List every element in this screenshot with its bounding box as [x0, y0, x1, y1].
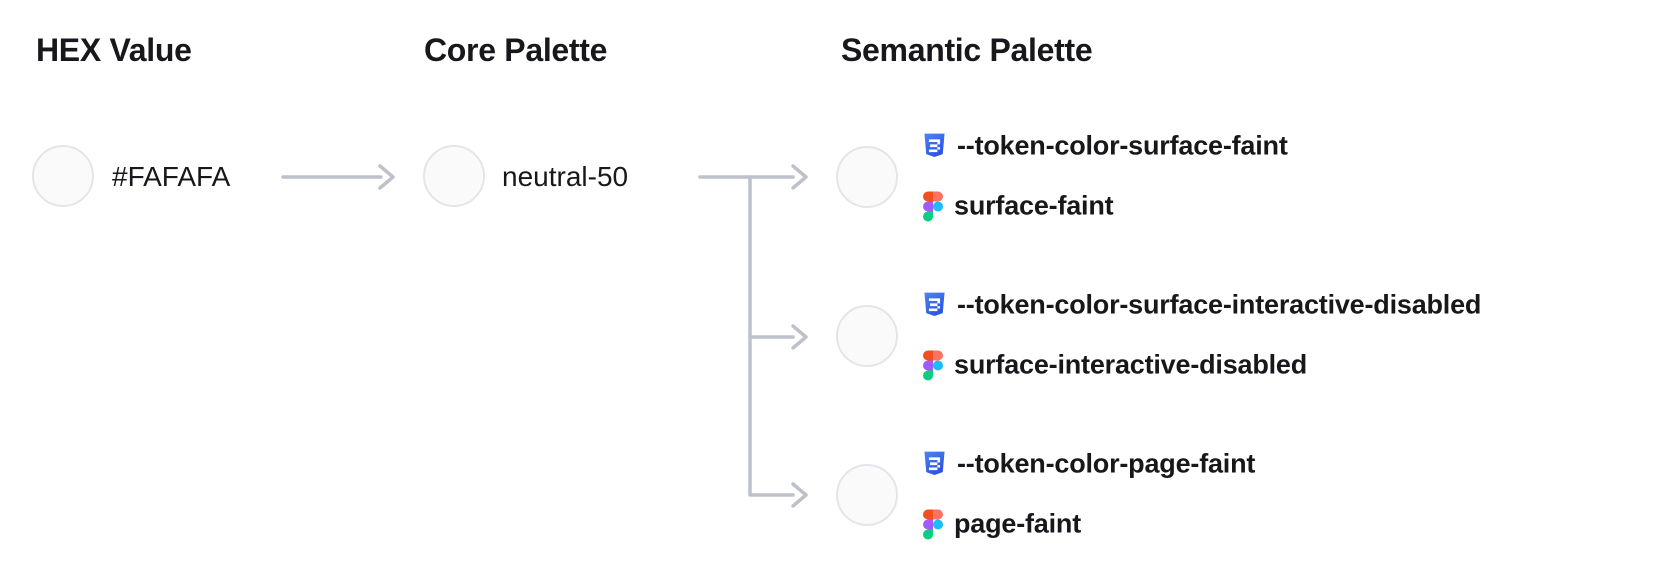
figma-style-row: page-faint	[923, 509, 1081, 540]
semantic-color-swatch	[836, 305, 898, 367]
figma-style-row: surface-interactive-disabled	[923, 350, 1307, 381]
css-variable-row: --token-color-page-faint	[923, 449, 1255, 480]
semantic-color-swatch	[836, 146, 898, 208]
core-token-label: neutral-50	[502, 161, 629, 192]
css-variable-label: --token-color-surface-faint	[957, 130, 1288, 161]
css3-shield-icon	[923, 292, 946, 318]
core-palette-header: Core Palette	[424, 32, 608, 68]
figma-icon	[923, 350, 943, 380]
arrow-right-icon	[281, 164, 395, 190]
figma-icon	[923, 509, 943, 539]
figma-icon	[923, 191, 943, 221]
css-variable-row: --token-color-surface-interactive-disabl…	[923, 290, 1481, 321]
hex-value-header: HEX Value	[36, 32, 192, 68]
css-variable-label: --token-color-surface-interactive-disabl…	[957, 289, 1482, 320]
hex-color-swatch	[32, 145, 94, 207]
css-variable-label: --token-color-page-faint	[957, 448, 1256, 479]
hex-value-label: #FAFAFA	[112, 161, 231, 192]
figma-style-label: surface-interactive-disabled	[954, 349, 1308, 380]
css-variable-row: --token-color-surface-faint	[923, 131, 1288, 162]
arrow-right-icon	[748, 324, 808, 350]
css3-shield-icon	[923, 133, 946, 159]
figma-style-label: surface-faint	[954, 190, 1114, 221]
figma-style-label: page-faint	[954, 508, 1082, 539]
css3-shield-icon	[923, 451, 946, 477]
arrow-right-icon	[791, 482, 808, 508]
core-color-swatch	[423, 145, 485, 207]
figma-style-row: surface-faint	[923, 190, 1114, 222]
arrow-right-icon	[698, 164, 808, 190]
semantic-palette-header: Semantic Palette	[841, 32, 1093, 68]
semantic-color-swatch	[836, 464, 898, 526]
